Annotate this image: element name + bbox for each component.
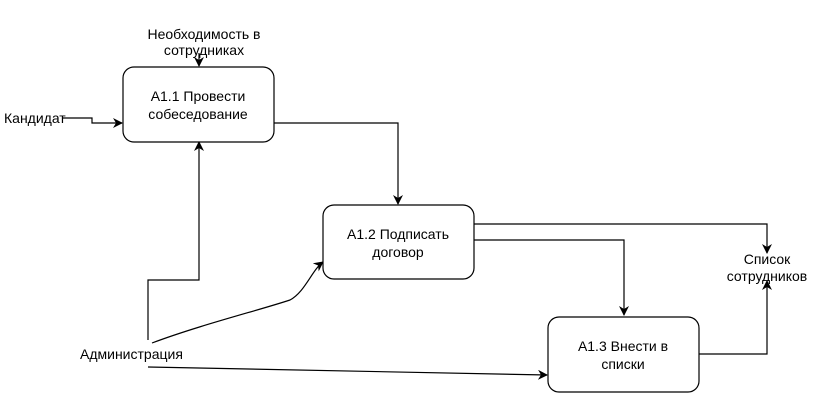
- administration-label: Администрация: [80, 346, 183, 362]
- process-a11-line1: A1.1 Провести: [151, 88, 246, 104]
- process-a13-line2: списки: [601, 356, 644, 372]
- need-label-line1: Необходимость в: [148, 26, 261, 42]
- administration-to-a12-arrow: [151, 261, 324, 344]
- employee-list-label-line1: Список: [744, 251, 791, 267]
- process-a11-line2: собеседование: [148, 106, 248, 122]
- a12-to-employee-list-arrow: [474, 223, 772, 254]
- employee-list-label-line2: сотрудников: [727, 268, 807, 284]
- process-box-a13: A1.3 Внести в списки: [547, 316, 700, 393]
- need-label-line2: сотрудниках: [164, 42, 244, 58]
- a13-to-employee-list-arrow: [699, 280, 772, 355]
- process-box-a11: A1.1 Провести собеседование: [122, 66, 275, 143]
- process-box-a12: A1.2 Подписать договор: [322, 204, 475, 280]
- administration-to-a13-arrow: [147, 366, 548, 380]
- a11-to-a12-arrow: [274, 122, 403, 205]
- candidate-to-a11-arrow: [62, 117, 123, 128]
- process-a13-line1: A1.3 Внести в: [578, 338, 668, 354]
- a12-to-a13-arrow: [474, 239, 629, 316]
- process-a12-line2: договор: [372, 244, 424, 260]
- administration-to-a11-arrow: [147, 141, 204, 340]
- candidate-label: Кандидат: [4, 110, 66, 126]
- process-a12-line1: A1.2 Подписать: [347, 226, 449, 242]
